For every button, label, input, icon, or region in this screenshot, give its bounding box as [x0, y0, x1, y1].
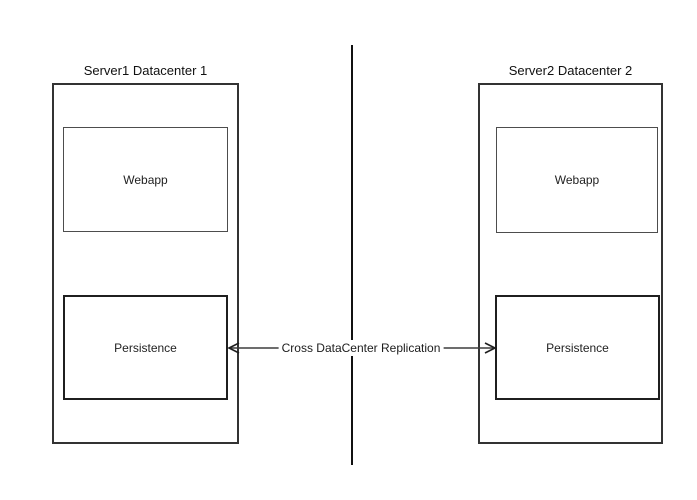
- arrow-head-left-icon: [227, 342, 240, 354]
- server2-persistence-box[interactable]: Persistence: [495, 295, 660, 400]
- server2-webapp-box[interactable]: Webapp: [496, 127, 658, 233]
- server1-webapp-box[interactable]: Webapp: [63, 127, 228, 232]
- server2-persistence-label: Persistence: [546, 340, 609, 355]
- server1-box[interactable]: Webapp Persistence: [52, 83, 239, 444]
- replication-arrow-label: Cross DataCenter Replication: [278, 340, 444, 356]
- server1-persistence-box[interactable]: Persistence: [63, 295, 228, 400]
- server2-box[interactable]: Webapp Persistence: [478, 83, 663, 444]
- server2-webapp-label: Webapp: [554, 173, 600, 187]
- server2-title: Server2 Datacenter 2: [508, 63, 633, 78]
- server1-title: Server1 Datacenter 1: [83, 63, 208, 78]
- arrow-head-right-icon: [484, 342, 497, 354]
- server1-webapp-label: Webapp: [123, 172, 168, 187]
- server1-persistence-label: Persistence: [114, 340, 177, 355]
- datacenter-divider-line: [351, 45, 353, 465]
